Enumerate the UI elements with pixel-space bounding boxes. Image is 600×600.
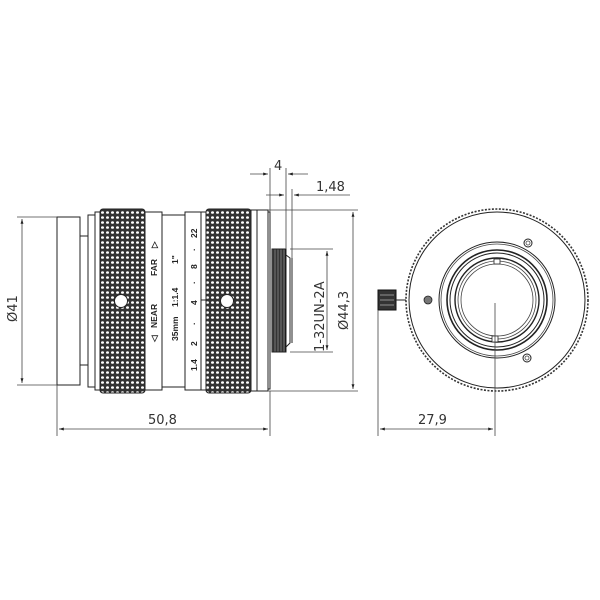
front-view: 27,9 xyxy=(377,208,589,436)
side-view: ◁ NEAR FAR ▷ 35mm 1:1.4 1" 1.4 2 · 4 · 8… xyxy=(6,159,358,436)
thread-chamfer xyxy=(285,254,291,348)
top-notch xyxy=(493,258,501,265)
focal-length-label: 35mm xyxy=(170,316,180,341)
flange-face xyxy=(267,211,271,390)
thread-offset-value: 1,48 xyxy=(316,180,345,195)
front-diameter-value: Ø41 xyxy=(6,295,21,322)
aperture-edge-ring xyxy=(200,211,207,391)
set-screw-icon xyxy=(423,295,433,305)
barrel-ring-1 xyxy=(446,249,548,351)
dim-knob-to-center: 27,9 xyxy=(377,303,496,436)
rear-ring xyxy=(250,209,269,392)
dim-flange-width: 4 xyxy=(250,159,308,249)
dim-thread-offset: 1,48 xyxy=(266,180,350,258)
mount-ring xyxy=(438,241,556,359)
iris-screw-hole xyxy=(220,294,234,308)
knob-to-center-value: 27,9 xyxy=(418,413,447,428)
focus-scale-band xyxy=(144,211,163,391)
lens-spec-markings: 35mm 1:1.4 1" xyxy=(170,255,180,341)
outer-knurled-ring xyxy=(405,208,589,392)
c-mount-thread xyxy=(271,248,287,353)
dim-thread-spec: 1-32UN-2A xyxy=(290,248,333,353)
f-stop-dot: · xyxy=(189,248,199,251)
barrel-ring-2 xyxy=(449,252,545,348)
outer-ring-inner-edge xyxy=(408,211,586,389)
f-stop-8: 8 xyxy=(189,264,199,269)
flange-width-value: 4 xyxy=(274,159,282,174)
f-stop-dot: · xyxy=(189,322,199,325)
mount-ring-inner xyxy=(440,243,554,357)
total-length-value: 50,8 xyxy=(148,413,177,428)
f-stop-dot: · xyxy=(189,281,199,284)
format-label: 1" xyxy=(170,255,180,264)
f-stop-4: 4 xyxy=(189,300,199,305)
f-stop-2: 2 xyxy=(189,341,199,346)
dim-body-diameter: Ø44,3 xyxy=(337,211,355,389)
body-diameter-value: Ø44,3 xyxy=(337,291,352,330)
thread-spec-value: 1-32UN-2A xyxy=(313,281,328,352)
f-stop-1-4: 1.4 xyxy=(189,359,199,371)
mount-hole-top xyxy=(523,238,533,248)
mount-hole-bottom xyxy=(522,353,532,363)
far-arrow: ▷ xyxy=(149,240,159,249)
step-ring xyxy=(87,214,96,388)
mount-hole-bottom-inner xyxy=(524,355,530,361)
focus-markings: ◁ NEAR FAR ▷ xyxy=(149,240,159,343)
dim-front-diameter: Ø41 xyxy=(6,216,57,386)
aperture-scale: 1.4 2 · 4 · 8 · 22 xyxy=(189,228,199,371)
front-ring xyxy=(56,216,81,386)
focus-screw-hole xyxy=(114,294,128,308)
f-stop-22: 22 xyxy=(189,228,199,238)
near-label: NEAR xyxy=(149,304,159,328)
dim-total-length: 50,8 xyxy=(56,385,271,436)
near-arrow: ◁ xyxy=(149,334,159,343)
aperture-ratio-label: 1:1.4 xyxy=(170,287,180,307)
mount-hole-top-inner xyxy=(525,240,531,246)
step-ring-2 xyxy=(94,211,101,391)
far-label: FAR xyxy=(149,259,159,276)
